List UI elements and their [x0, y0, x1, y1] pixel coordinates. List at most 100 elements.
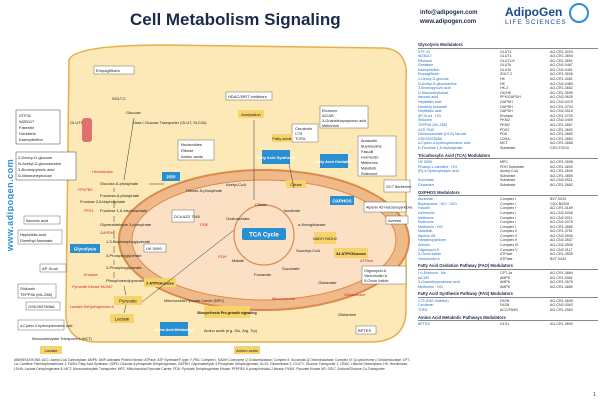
product-name[interactable]: α-Cyano-4-hydroxycinnamic acid: [418, 141, 471, 146]
class-i-label: Class I Glucose Transporter (GLUT, SLC2A…: [132, 121, 207, 125]
product-name[interactable]: Ivermectin: [418, 210, 435, 215]
product-name[interactable]: Oligomycin A: [418, 247, 439, 252]
bpg-label: 1,3-Bisphosphoglycerate: [106, 239, 151, 244]
product-name[interactable]: Heptelidic acid: [418, 100, 442, 105]
acetylation-label: Acetylation: [241, 112, 261, 117]
product-target: AMPK: [500, 280, 511, 285]
product-name[interactable]: Venturicidin A: [418, 256, 440, 261]
product-name[interactable]: Aversin: [418, 243, 430, 248]
product-name[interactable]: 2-Deoxy-D-glucose: [418, 77, 449, 82]
pg2-label: 2-Phosphoglycerate: [106, 265, 142, 270]
product-name[interactable]: AICAR: [418, 275, 429, 280]
product-name[interactable]: Atpenin A5: [418, 233, 436, 238]
product-name[interactable]: AZD 7545: [418, 127, 435, 132]
product-name[interactable]: Metformin . HCl: [418, 224, 443, 229]
product-name[interactable]: GSK2837808A: [418, 136, 442, 141]
product-name[interactable]: Dimethyl fumarate: [418, 104, 448, 109]
product-name[interactable]: Genistein: [418, 63, 434, 68]
product-name[interactable]: AP-III-a4 . HCl: [418, 113, 442, 118]
product-catalog: AG-CN2-0491: [550, 67, 573, 72]
product-name[interactable]: Kaempferitrin: [418, 67, 440, 72]
enolase-label: Enolase: [84, 273, 98, 277]
product-target: Complex V: [500, 247, 518, 252]
dca-box: [171, 209, 195, 223]
itaconic-label: Itaconic acid: [26, 218, 48, 223]
product-name[interactable]: Shikonin: [418, 118, 432, 123]
product-name[interactable]: Succinate: [418, 178, 434, 183]
product-catalog: AG-CR1-3680: [550, 132, 573, 137]
product-name[interactable]: Malotinib: [418, 229, 433, 234]
product-name[interactable]: Itaconic acid: [418, 95, 438, 100]
product-name[interactable]: 5-Oxoin iodide: [418, 252, 442, 257]
f26bp-label: Fructose 2,6-bisphosphate: [80, 200, 125, 204]
product-name[interactable]: Cerulenin: [418, 303, 434, 308]
product-name[interactable]: Heptelidic acid: [418, 109, 442, 114]
product-name[interactable]: WZB117: [418, 54, 432, 59]
ap3-box: [39, 263, 67, 273]
pyruvate-label: Pyruvate: [119, 299, 137, 304]
product-name[interactable]: STF-31: [418, 49, 430, 54]
product-name[interactable]: C75 (FAS Inhibitor): [418, 298, 449, 303]
product-name[interactable]: Dichloroacetate (DCA) Na salt: [418, 132, 467, 137]
akg-label: α-Ketoglutarate: [298, 222, 326, 227]
product-catalog: AG-CR1-3684: [550, 270, 573, 275]
product-name[interactable]: D-Fructose 1,6-diphosphate: [418, 145, 463, 150]
product-catalog: AG-CR1-3698: [550, 160, 573, 165]
product-name[interactable]: Metformin: [418, 215, 434, 220]
product-name[interactable]: 3-Bromopyruvic acid: [418, 86, 451, 91]
citrate-top-label: Citrate: [290, 182, 303, 187]
fas-inhibitor-box: [291, 123, 319, 143]
product-name[interactable]: N-Acetyl-D-glucosamine: [418, 81, 457, 86]
product-target: SGLT-2: [500, 72, 513, 77]
product-name[interactable]: Empagliflozin: [418, 72, 440, 77]
product-name[interactable]: BPTES: [418, 322, 430, 327]
product-name[interactable]: Harzianopyridone: [418, 238, 447, 243]
nadh-box: [314, 232, 336, 244]
product-name[interactable]: TEPP46 (ML-265): [418, 123, 447, 127]
product-name[interactable]: Pivaloyl-L-carnitine . HCl: [418, 164, 458, 169]
aversin-box: [385, 215, 409, 225]
product-name[interactable]: 3-Guanidinopropionic acid: [418, 280, 460, 285]
product-catalog: AG-CR1-3689: [550, 284, 573, 289]
contact-website[interactable]: www.adipogen.com: [420, 19, 477, 25]
product-catalog: AG-CR1-3704: [550, 104, 573, 109]
product-name[interactable]: Rotenone: [418, 220, 434, 225]
product-name[interactable]: Fasudil: [418, 206, 430, 211]
cyano-box: [17, 319, 65, 331]
pg3-label: 3-Phosphoglycerate: [106, 253, 142, 258]
product-name[interactable]: (R)-3-Hydroxybutyric acid: [418, 169, 459, 174]
product-name[interactable]: TOFA: [418, 308, 428, 312]
product-name[interactable]: UK 5099: [418, 160, 432, 165]
product-catalog: AG-CR1-3683: [550, 136, 573, 141]
product-name[interactable]: (+)-Etomoxir . Na: [418, 270, 446, 275]
product-name[interactable]: Glutamine: [418, 183, 435, 188]
product-name[interactable]: Ritonavir: [418, 58, 433, 63]
gsk-box: [25, 301, 61, 311]
product-name[interactable]: D-Mannoheptulose: [418, 90, 449, 95]
product-name[interactable]: Bupivacaine . HCl . H2O: [418, 201, 457, 206]
product-name[interactable]: Auranofin: [418, 197, 434, 202]
pkm2-label: Pyruvate Kinase M1/M2: [72, 285, 113, 289]
product-target: HK: [500, 81, 505, 86]
product-name[interactable]: Metformin . HCl: [418, 284, 443, 289]
tca-ring: [233, 204, 295, 266]
product-target: FASN: [500, 298, 510, 303]
glycolysis-label: Glycolysis: [74, 247, 97, 252]
product-catalog: AG-CR1-3652: [550, 86, 573, 91]
pfkfb3-label: PFKFB3: [78, 188, 93, 192]
product-catalog: AG-CN2-0011: [550, 215, 573, 220]
product-target: PKM2: [500, 123, 510, 127]
contact-email[interactable]: info@adipogen.com: [420, 10, 478, 16]
product-catalog: BVT-0033: [550, 197, 566, 202]
aversin-label: Aversin: [388, 218, 401, 223]
